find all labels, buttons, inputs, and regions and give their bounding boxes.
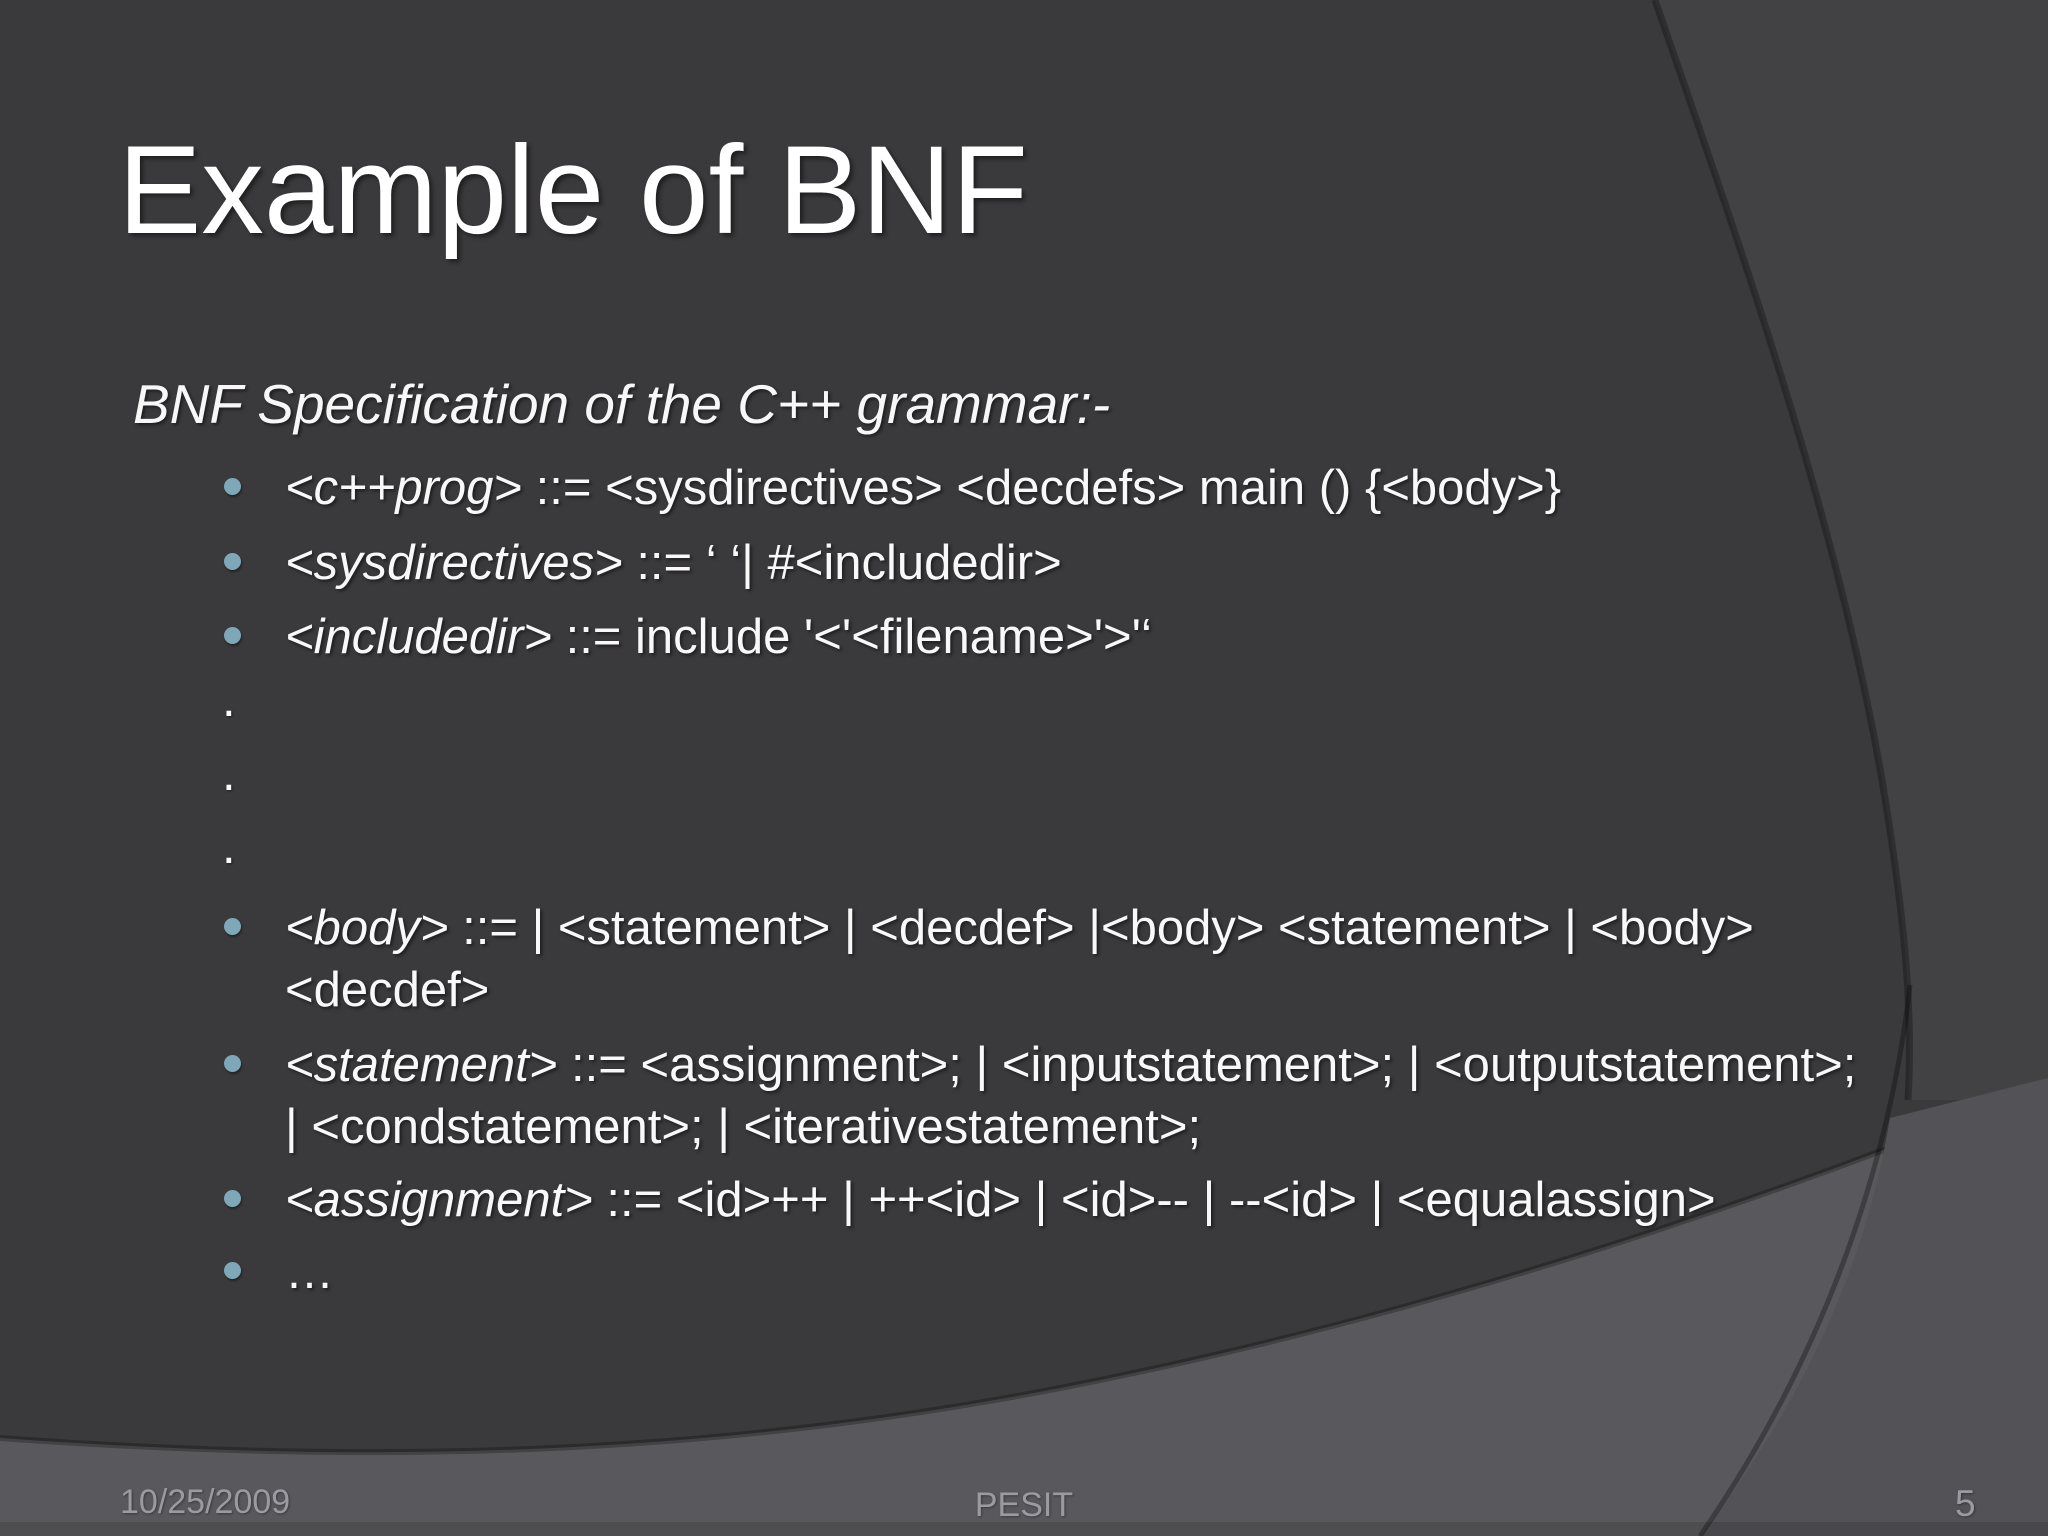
bullet-item: … — [0, 1242, 2000, 1304]
bullet-icon — [224, 1190, 241, 1207]
bottom-band-edge — [0, 1082, 2048, 1456]
bnf-nonterminal: <statement> — [285, 1038, 558, 1092]
footer-organization: PESIT — [974, 1486, 1074, 1524]
bullet-icon — [224, 918, 241, 935]
bnf-rule-text: ::= | <statement> | <decdef> |<body> <st… — [285, 901, 1754, 1017]
bottom-strip — [0, 1522, 2048, 1536]
bnf-nonterminal: <sysdirectives> — [285, 536, 623, 590]
bnf-nonterminal: <assignment> — [285, 1173, 593, 1227]
slide-subtitle: BNF Specification of the C++ grammar:- — [133, 373, 1111, 435]
bnf-rule-text: ::= <assignment>; | <inputstatement>; | … — [285, 1038, 1857, 1154]
arc-shadow-edge — [1651, 0, 1914, 1101]
bnf-rule-text: ::= include '<'<filename>'>'‘ — [551, 610, 1152, 664]
continuation-dot: . — [222, 673, 236, 727]
bullet-icon — [224, 478, 241, 495]
bnf-rule-text: ::= <id>++ | ++<id> | <id>-- | --<id> | … — [592, 1173, 1716, 1227]
bullet-item: <c++prog> ::= <sysdirectives> <decdefs> … — [0, 458, 2000, 520]
bullet-item: <body> ::= | <statement> | <decdef> |<bo… — [0, 898, 2000, 1021]
bnf-rule-text: ::= <sysdirectives> <decdefs> main () {<… — [522, 461, 1562, 515]
bnf-rule-text: ::= ‘ ‘| #<includedir> — [622, 536, 1062, 590]
bottom-band — [0, 1085, 2048, 1536]
footer-date: 10/25/2009 — [120, 1483, 291, 1521]
bullet-icon — [224, 553, 241, 570]
slide-title: Example of BNF — [118, 121, 1029, 260]
top-right-arc-region — [1655, 0, 2048, 1100]
bullet-item: <includedir> ::= include '<'<filename>'>… — [0, 607, 2000, 669]
bullet-item: <statement> ::= <assignment>; | <inputst… — [0, 1035, 2000, 1158]
bullet-icon — [224, 1055, 241, 1072]
continuation-dot: . — [222, 820, 236, 874]
bnf-nonterminal: <body> — [285, 901, 449, 955]
bullet-item: <sysdirectives> ::= ‘ ‘| #<includedir> — [0, 533, 2000, 595]
continuation-dot: . — [222, 747, 236, 801]
band-crease-line — [1697, 984, 1913, 1536]
band-crease-wedge — [1700, 1078, 2048, 1536]
bnf-rule-text: … — [285, 1245, 334, 1299]
footer-page-number: 5 — [1955, 1483, 1976, 1524]
bnf-nonterminal: <c++prog> — [285, 461, 523, 515]
bullet-icon — [224, 1262, 241, 1279]
bullet-icon — [224, 627, 241, 644]
bnf-nonterminal: <includedir> — [285, 610, 552, 664]
bullet-item: <assignment> ::= <id>++ | ++<id> | <id>-… — [0, 1170, 2000, 1232]
